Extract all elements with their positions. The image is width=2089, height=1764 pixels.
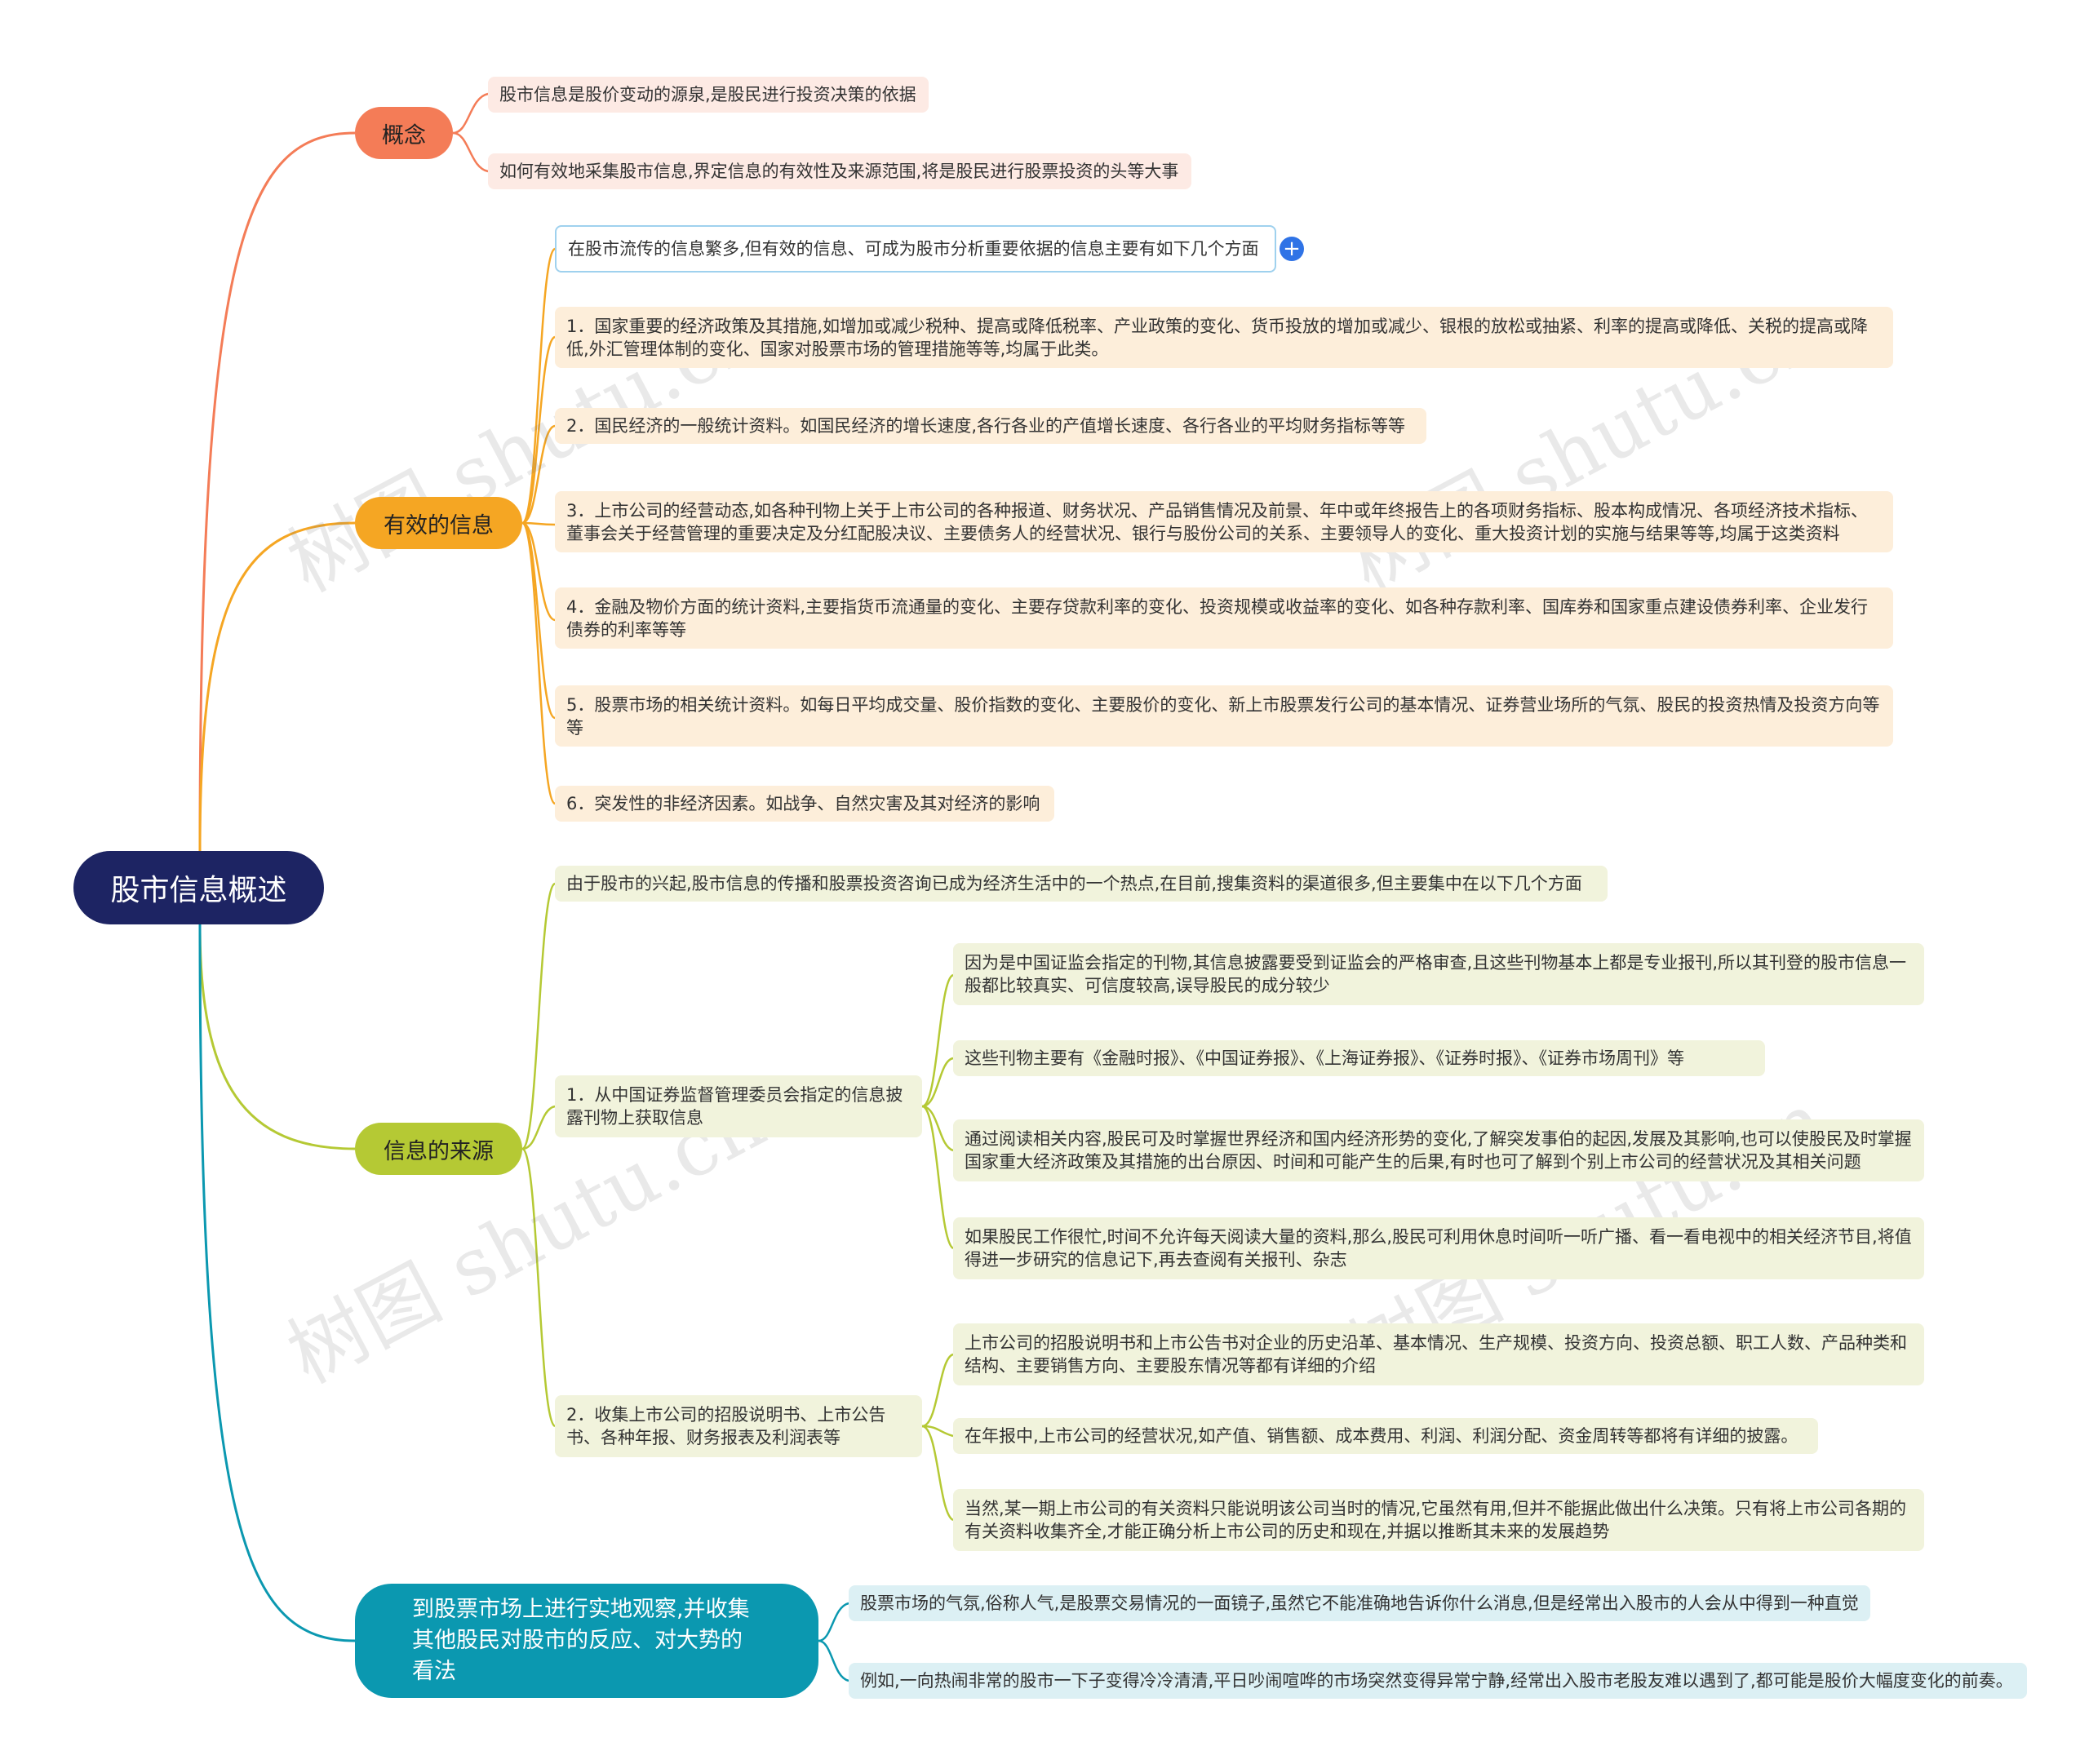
source-link-intro <box>521 882 556 1150</box>
sub1-link-2 <box>921 1057 954 1108</box>
sub2-item[interactable]: 上市公司的招股说明书和上市公告书对企业的历史沿革、基本情况、生产规模、投资方向、… <box>953 1323 1924 1385</box>
sub1-item[interactable]: 这些刊物主要有《金融时报》、《中国证券报》、《上海证券报》、《证券时报》、《证券… <box>953 1040 1765 1076</box>
source-sub1[interactable]: 1．从中国证券监督管理委员会指定的信息披露刊物上获取信息 <box>555 1075 922 1137</box>
effective-link-4 <box>521 521 556 622</box>
concept-item[interactable]: 如何有效地采集股市信息,界定信息的有效性及来源范围,将是股民进行股票投资的头等大… <box>488 153 1191 189</box>
concept-link-2 <box>452 131 489 173</box>
source-link-sub1 <box>521 1105 556 1150</box>
sub2-item[interactable]: 当然,某一期上市公司的有关资料只能说明该公司当时的情况,它虽然有用,但并不能据此… <box>953 1489 1924 1551</box>
sub1-link-3 <box>921 1105 954 1152</box>
observe-link-1 <box>818 1602 849 1642</box>
sub1-item[interactable]: 通过阅读相关内容,股民可及时掌握世界经济和国内经济形势的变化,了解突发事伯的起因… <box>953 1119 1924 1181</box>
sub1-link-4 <box>921 1105 954 1250</box>
effective-link-3 <box>521 521 556 526</box>
observe-link-2 <box>818 1639 849 1682</box>
sub2-link-1 <box>921 1353 954 1428</box>
root-node[interactable]: 股市信息概述 <box>73 851 324 924</box>
effective-item[interactable]: 2．国民经济的一般统计资料。如国民经济的增长速度,各行各业的产值增长速度、各行各… <box>555 408 1426 444</box>
branch-source[interactable]: 信息的来源 <box>355 1123 522 1175</box>
sub2-item[interactable]: 在年报中,上市公司的经营状况,如产值、销售额、成本费用、利润、利润分配、资金周转… <box>953 1418 1818 1454</box>
effective-link-2 <box>521 424 556 525</box>
concept-item[interactable]: 股市信息是股价变动的源泉,是股民进行投资决策的依据 <box>488 77 929 113</box>
observe-item[interactable]: 例如,一向热闹非常的股市一下子变得冷冷清清,平日吵闹喧哗的市场突然变得异常宁静,… <box>849 1663 2027 1699</box>
effective-link-1 <box>521 335 556 525</box>
effective-link-0 <box>521 247 556 525</box>
branch-concept[interactable]: 概念 <box>355 107 453 159</box>
sub2-link-3 <box>921 1425 954 1522</box>
effective-item[interactable]: 3．上市公司的经营动态,如各种刊物上关于上市公司的各种报道、财务状况、产品销售情… <box>555 491 1893 552</box>
root-effective-line <box>198 521 356 852</box>
sub1-link-1 <box>921 973 954 1108</box>
root-concept-line <box>198 131 356 852</box>
sub2-link-2 <box>921 1425 954 1438</box>
sub1-item[interactable]: 如果股民工作很忙,时间不允许每天阅读大量的资料,那么,股民可利用休息时间听一听广… <box>953 1217 1924 1279</box>
concept-link-1 <box>452 92 489 135</box>
source-sub2[interactable]: 2．收集上市公司的招股说明书、上市公告书、各种年报、财务报表及利润表等 <box>555 1395 922 1457</box>
sub1-item[interactable]: 因为是中国证监会指定的刊物,其信息披露要受到证监会的严格审查,且这些刊物基本上都… <box>953 943 1924 1005</box>
observe-item[interactable]: 股票市场的气氛,俗称人气,是股票交易情况的一面镜子,虽然它不能准确地告诉你什么消… <box>849 1585 1870 1621</box>
effective-item[interactable]: 4．金融及物价方面的统计资料,主要指货币流通量的变化、主要存贷款利率的变化、投资… <box>555 587 1893 649</box>
effective-link-5 <box>521 521 556 720</box>
effective-item[interactable]: 1．国家重要的经济政策及其措施,如增加或减少税种、提高或降低税率、产业政策的变化… <box>555 307 1893 368</box>
source-intro[interactable]: 由于股市的兴起,股市信息的传播和股票投资咨询已成为经济生活中的一个热点,在目前,… <box>555 866 1608 902</box>
effective-item[interactable]: 6．突发性的非经济因素。如战争、自然灾害及其对经济的影响 <box>555 786 1054 822</box>
branch-observe[interactable]: 到股票市场上进行实地观察,并收集其他股民对股市的反应、对大势的看法 <box>355 1584 818 1698</box>
root-source-line <box>198 924 356 1150</box>
root-observe-line <box>198 924 356 1642</box>
branch-effective[interactable]: 有效的信息 <box>355 497 522 549</box>
expand-plus-icon[interactable]: + <box>1280 237 1304 261</box>
source-link-sub2 <box>521 1147 556 1428</box>
effective-link-6 <box>521 521 556 805</box>
effective-item[interactable]: 5．股票市场的相关统计资料。如每日平均成交量、股价指数的变化、主要股价的变化、新… <box>555 685 1893 747</box>
effective-item-selected[interactable]: 在股市流传的信息繁多,但有效的信息、可成为股市分析重要依据的信息主要有如下几个方… <box>555 225 1276 273</box>
